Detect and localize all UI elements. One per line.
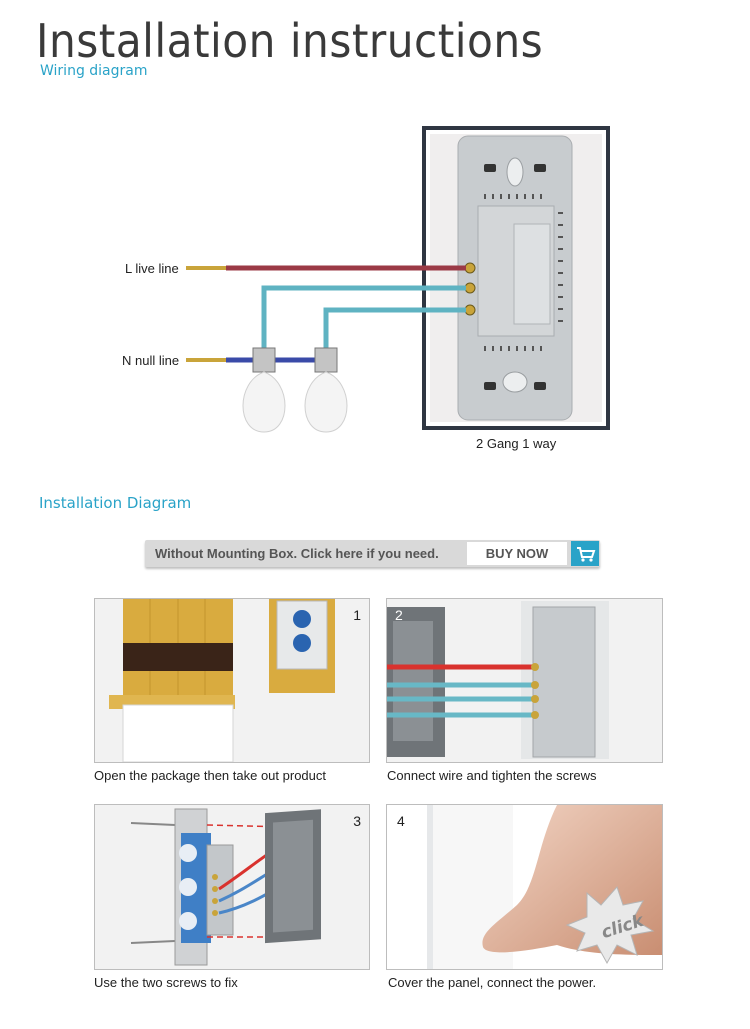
step-2-caption: Connect wire and tighten the screws	[387, 768, 597, 783]
switched-wire-1	[261, 285, 466, 354]
step-2-panel: 2	[386, 598, 663, 763]
step-2-illustration	[387, 601, 609, 759]
step-1-number: 1	[353, 607, 361, 623]
switched-wire-2	[323, 307, 466, 354]
step-4-caption: Cover the panel, connect the power.	[388, 975, 597, 990]
installation-subtitle: Installation Diagram	[39, 494, 192, 512]
buy-bar-text[interactable]: Without Mounting Box. Click here if you …	[155, 546, 439, 561]
mount-hole-bottom	[502, 371, 528, 393]
cart-icon[interactable]	[571, 541, 599, 566]
step-1-illustration	[109, 599, 335, 762]
step-3-illustration	[130, 808, 321, 966]
step-3-number: 3	[353, 813, 361, 829]
mount-hole-top	[506, 157, 524, 187]
null-line-label: N null line	[122, 353, 180, 368]
step-1-caption: Open the package then take out product	[94, 768, 327, 783]
step-1-panel: 1	[94, 598, 370, 763]
step-4-illustration	[427, 805, 662, 969]
switch-caption: 2 Gang 1 way	[476, 436, 557, 451]
step-4-number: 4	[397, 813, 405, 829]
step-2-number: 2	[395, 607, 403, 623]
bulb-2	[304, 347, 348, 433]
live-line-label: L live line	[125, 261, 179, 276]
bulb-1	[242, 347, 286, 433]
buy-bar[interactable]: Without Mounting Box. Click here if you …	[145, 540, 600, 567]
step-3-caption: Use the two screws to fix	[94, 975, 238, 990]
step-3-panel: 3	[94, 804, 370, 970]
wiring-diagram	[186, 126, 610, 433]
step-4-panel: 4 click	[386, 804, 663, 970]
wiring-subtitle: Wiring diagram	[40, 63, 148, 79]
page-title: Installation instructions	[36, 14, 544, 68]
buy-now-button[interactable]: BUY NOW	[467, 542, 567, 565]
